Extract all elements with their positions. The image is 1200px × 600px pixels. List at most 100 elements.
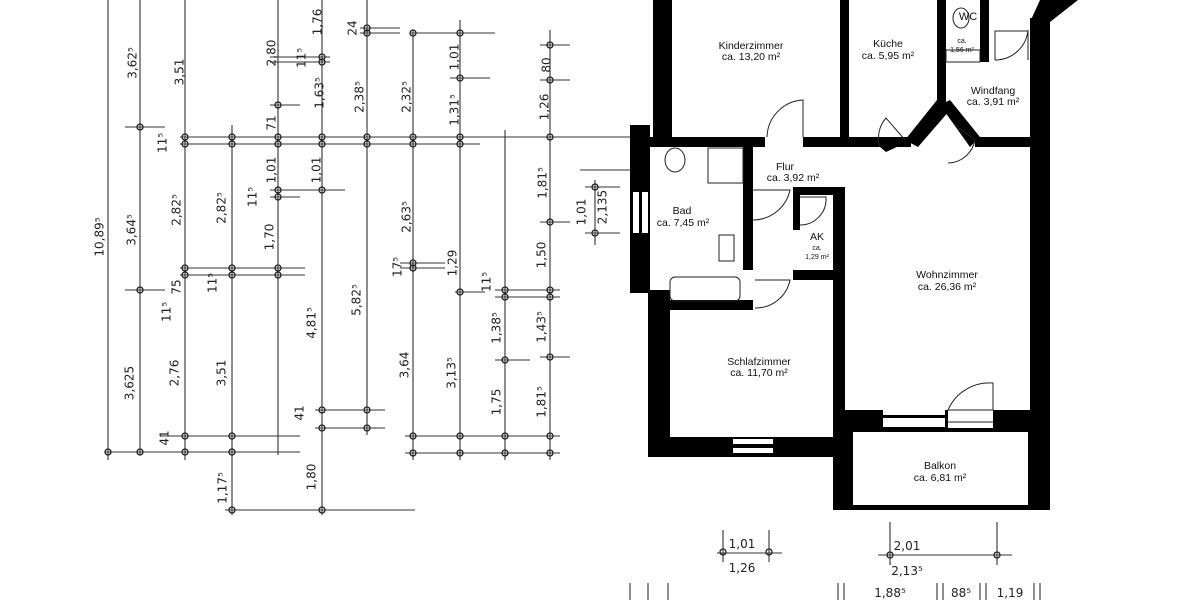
dimension-node [409,133,417,141]
dimension-label: 3,51 [173,59,187,86]
dimension-label: 4,81⁵ [305,307,319,339]
dimension-label: 1,17⁵ [216,472,230,504]
dimension-label: 41 [293,405,307,420]
dimension-node [456,288,464,296]
dimension-node [456,449,464,457]
dimension-label: 2,63⁵ [400,201,414,233]
dimension-node [274,271,282,279]
dimension-label: 1,75 [490,389,504,416]
dimension-node [456,140,464,148]
dimension-label: 1,26 [538,94,552,121]
dimension-node [363,424,371,432]
dim-bottom: 2,13⁵ [891,564,923,578]
dimension-label: 5,82⁵ [350,284,364,316]
dimension-node [274,133,282,141]
room-wohnzimmer-name: Wohnzimmer [916,269,978,281]
dimension-label: 1,81⁵ [536,167,550,199]
dimension-label: 2,38⁵ [353,81,367,113]
room-bad-area: ca. 7,45 m² [657,217,710,229]
dimension-label: 11⁵ [295,48,309,68]
room-kueche-name: Küche [873,38,903,50]
dimension-label: 1,01 [265,157,279,184]
dimension-label: 2,80 [265,40,279,67]
room-ak-name: AK [810,231,824,243]
dimension-node [136,448,144,456]
dimension-label: 1,01 [575,199,589,226]
dim-bottom: 1,26 [729,561,756,575]
dimension-node [591,229,599,237]
dimension-label: 2,82⁵ [170,194,184,226]
dim-bottom: 1,88⁵ [874,586,906,600]
dimension-node [181,271,189,279]
dimension-label: 2,32⁵ [400,81,414,113]
room-ak-area-1: ca. [812,245,821,252]
dimension-node [363,133,371,141]
dimension-label: 3,625 [123,366,137,400]
dimension-node [318,506,326,514]
dimension-node [456,29,464,37]
dimension-node [456,432,464,440]
dimension-node [274,101,282,109]
dimension-label: 17⁵ [391,257,405,277]
dimension-node [363,29,371,37]
dimension-node [546,76,554,84]
dimension-node [501,356,509,364]
dimension-node [546,133,554,141]
dimension-label: 11⁵ [206,273,220,293]
room-kinderzimmer-area: ca. 13,20 m² [722,51,781,63]
dimension-label: 11⁵ [480,272,494,292]
dimension-node [228,506,236,514]
dimension-node [181,264,189,272]
dimension-label: 1,01 [310,157,324,184]
dimension-node [274,140,282,148]
room-wc-area-2: 1,56 m² [950,47,974,54]
dimension-node [456,74,464,82]
dimension-label: 1,31⁵ [448,94,462,126]
room-windfang-area: ca. 3,91 m² [967,96,1020,108]
dimension-label: 75 [170,279,184,294]
dimension-node [546,218,554,226]
dimension-label: 2,76 [168,360,182,387]
room-kueche-area: ca. 5,95 m² [862,50,915,62]
dimension-node [546,449,554,457]
walls [630,0,1078,510]
dimension-label: 3,13⁵ [445,357,459,389]
room-wc-area-1: ca. [957,38,966,45]
dimension-node [318,140,326,148]
dimension-label: 71 [265,115,279,130]
dimension-node [501,449,509,457]
dimension-label: 2,135 [596,190,610,224]
room-flur-area: ca. 3,92 m² [767,172,820,184]
dimension-label: 1,81⁵ [535,386,549,418]
room-ak-area-2: 1,29 m² [805,254,829,261]
room-bad-name: Bad [673,205,692,217]
dimension-node [136,286,144,294]
dimension-node [318,133,326,141]
room-labels: Kinderzimmer ca. 13,20 m² Küche ca. 5,95… [657,11,1020,484]
dimension-labels: 10,89⁵3,62⁵3,64⁵3,6253,5111⁵2,82⁵7511⁵2,… [93,9,610,504]
dimension-label: 3,64⁵ [125,214,139,246]
dimension-label: 3,62⁵ [126,47,140,79]
dimension-node [318,424,326,432]
dimension-label: 1,76 [311,9,325,36]
dimension-node [181,133,189,141]
dim-bottom: 1,01 [729,537,756,551]
dimension-label: 11⁵ [246,187,260,207]
dimension-node [546,353,554,361]
dimension-label: 3,64 [398,352,412,379]
dimension-node [104,448,112,456]
dimension-node [546,286,554,294]
dimension-node [228,271,236,279]
dimension-node [409,29,417,37]
dimension-node [318,186,326,194]
dimension-node [274,264,282,272]
room-balkon-area: ca. 6,81 m² [914,472,967,484]
dimension-node [228,448,236,456]
room-flur-name: Flur [776,161,795,173]
dimension-label: 41 [158,430,172,445]
dimension-node [274,193,282,201]
dimension-node [363,24,371,32]
bottom-dimensions: 1,01 1,26 2,01 2,13⁵ 1,88⁵ 88⁵ 1,19 [629,522,1041,600]
dimension-node [318,406,326,414]
